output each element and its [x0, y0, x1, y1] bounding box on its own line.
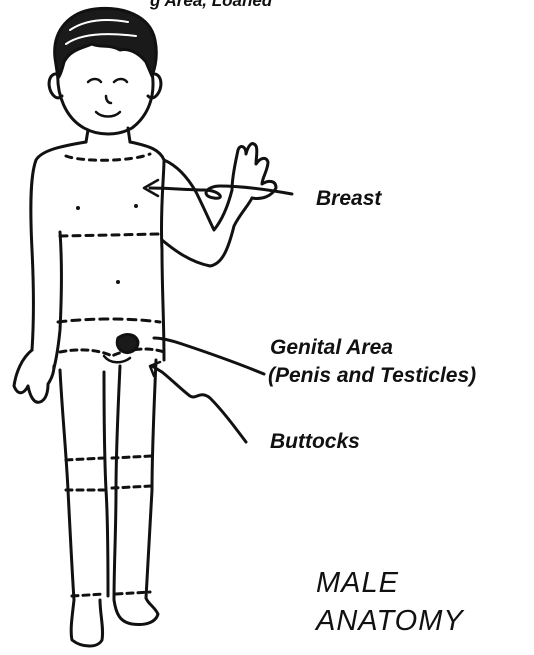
genital-outline: [117, 335, 138, 353]
left-hand: [14, 350, 54, 402]
hair: [55, 8, 157, 78]
label-genital-area: Genital Area: [270, 334, 393, 361]
left-leg-inner: [104, 372, 108, 596]
mouth: [96, 112, 120, 117]
pelvis-dash: [60, 349, 164, 356]
chest-dash: [60, 234, 160, 236]
head-outline: [58, 70, 153, 134]
raised-arm-outer: [164, 160, 232, 230]
inner-left-arm: [54, 232, 62, 368]
title-line-2: ANATOMY: [316, 604, 464, 638]
right-leg-outer: [146, 360, 156, 598]
title-line-1: MALE: [316, 566, 399, 600]
raised-arm-inner: [162, 198, 252, 266]
label-genital-area-detail: (Penis and Testicles): [268, 362, 476, 389]
breast-pointer-line: [150, 186, 292, 198]
nose: [106, 96, 111, 103]
left-leg-outer: [60, 370, 103, 646]
waist-dash: [58, 319, 160, 322]
label-breast: Breast: [316, 185, 381, 212]
torso-right: [130, 142, 164, 360]
buttocks-pointer-line: [152, 366, 246, 442]
genital-pointer-line: [154, 338, 264, 374]
right-eye: [114, 79, 127, 82]
collar-dash: [66, 154, 150, 160]
label-buttocks: Buttocks: [270, 428, 360, 455]
left-eye: [88, 79, 101, 82]
